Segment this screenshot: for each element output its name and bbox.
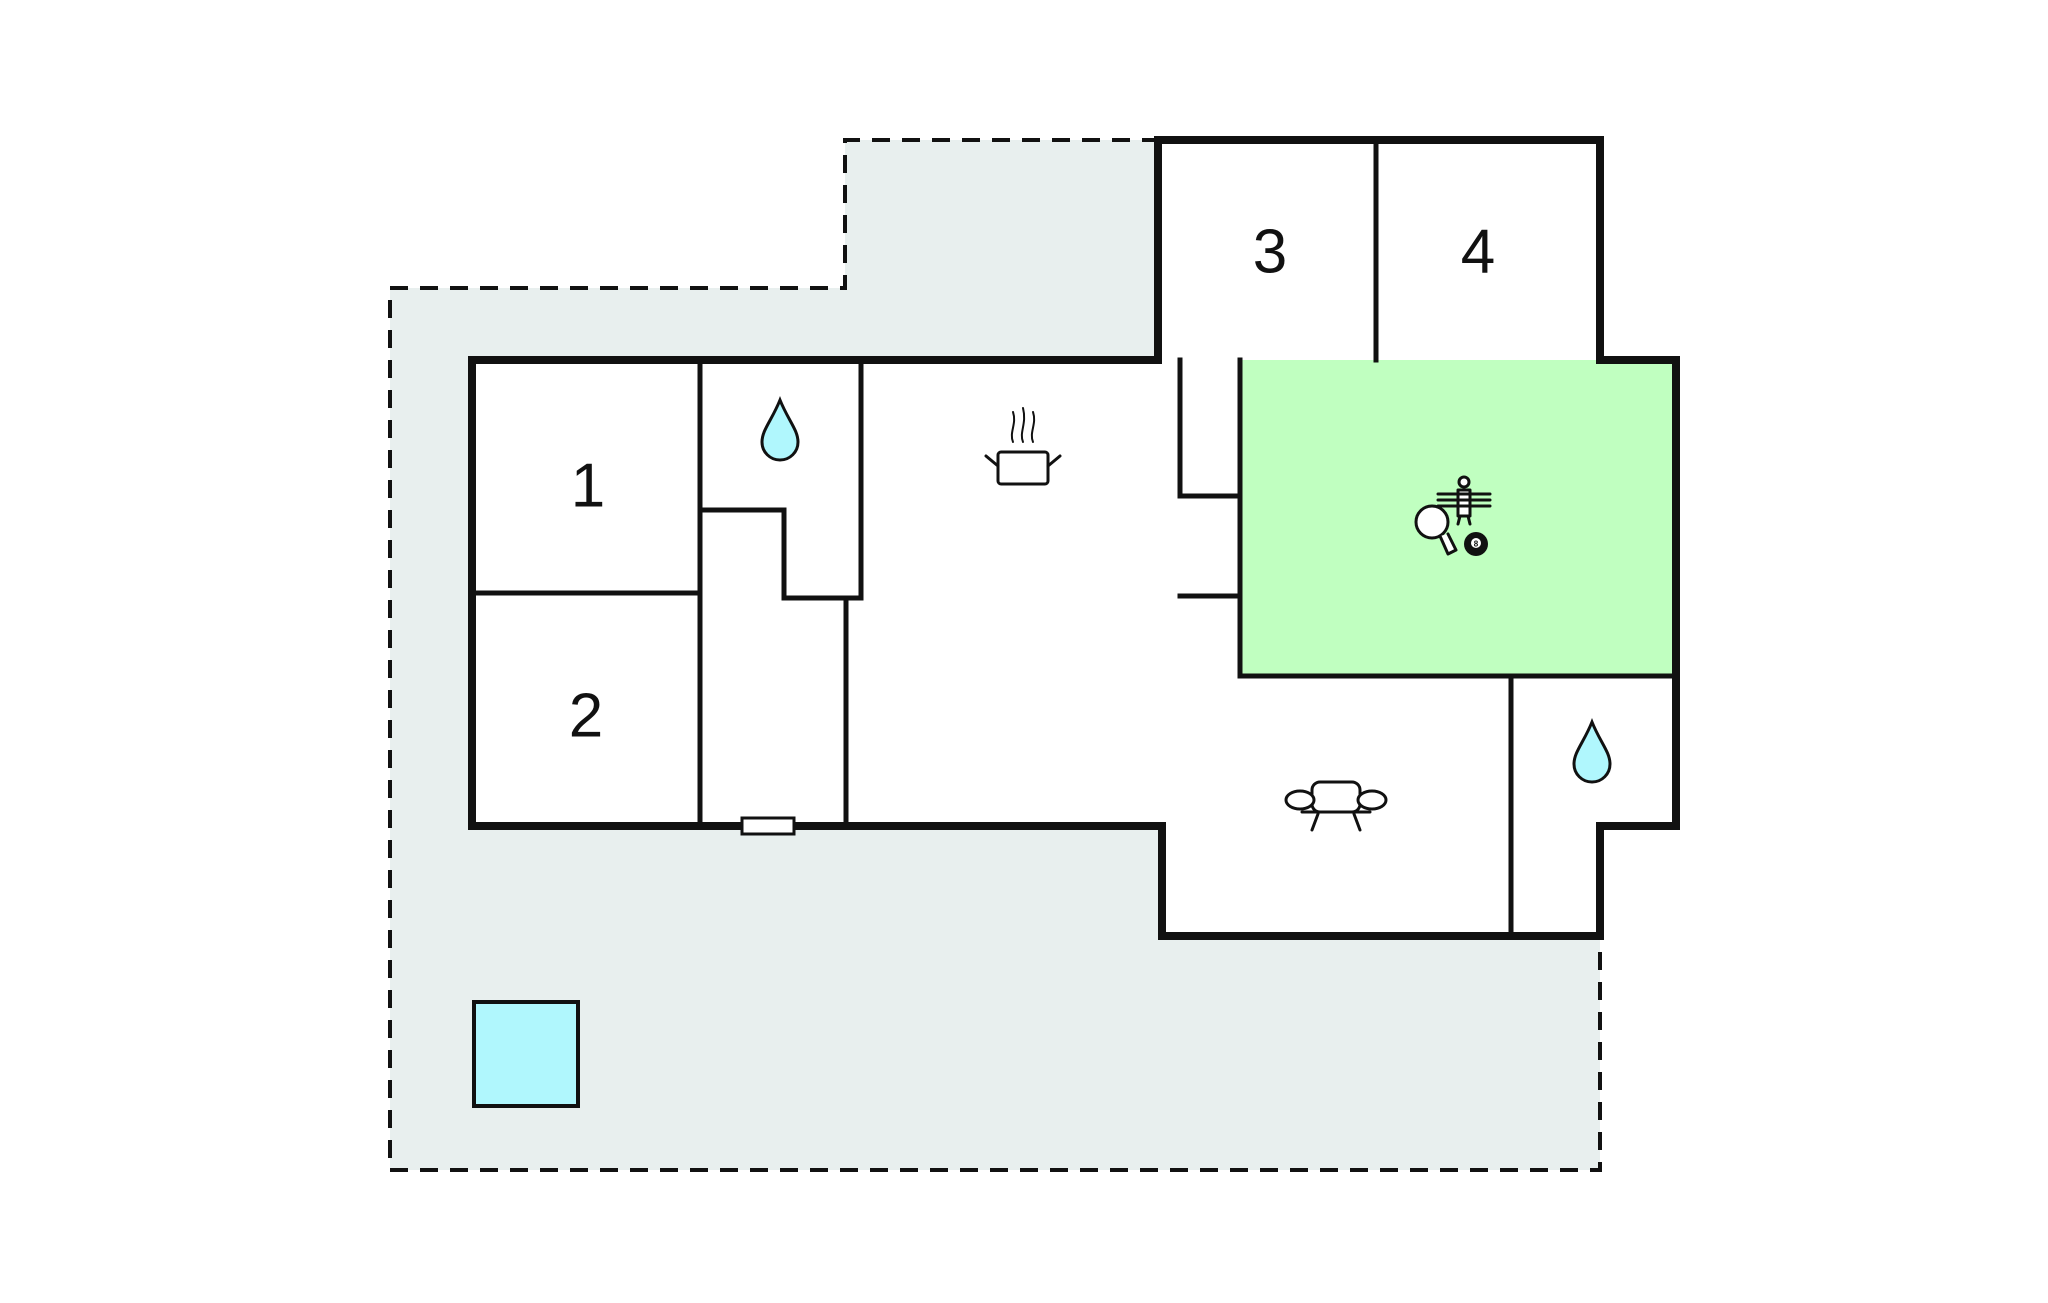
table-football-icon — [1436, 475, 1492, 526]
room-4-label: 4 — [1461, 218, 1495, 287]
cooking-pot-icon — [984, 407, 1062, 486]
billiard-ball-number: 8 — [1474, 540, 1479, 549]
interior-walls — [469, 137, 1679, 939]
entrance-door — [740, 816, 796, 836]
billiard-ball-icon: 8 — [1464, 532, 1488, 556]
terrace-area — [390, 140, 1600, 1170]
pool — [472, 1000, 580, 1108]
table-tennis-icon — [1414, 504, 1458, 556]
outer-wall — [468, 136, 1680, 940]
room-3-label: 3 — [1253, 218, 1287, 287]
room-1-label: 1 — [571, 452, 605, 521]
water-drop-icon — [760, 395, 800, 462]
water-drop-icon — [1572, 717, 1612, 784]
sofa-icon — [1284, 780, 1388, 832]
terrace-outline — [388, 138, 1602, 1172]
room-2-label: 2 — [569, 682, 603, 751]
